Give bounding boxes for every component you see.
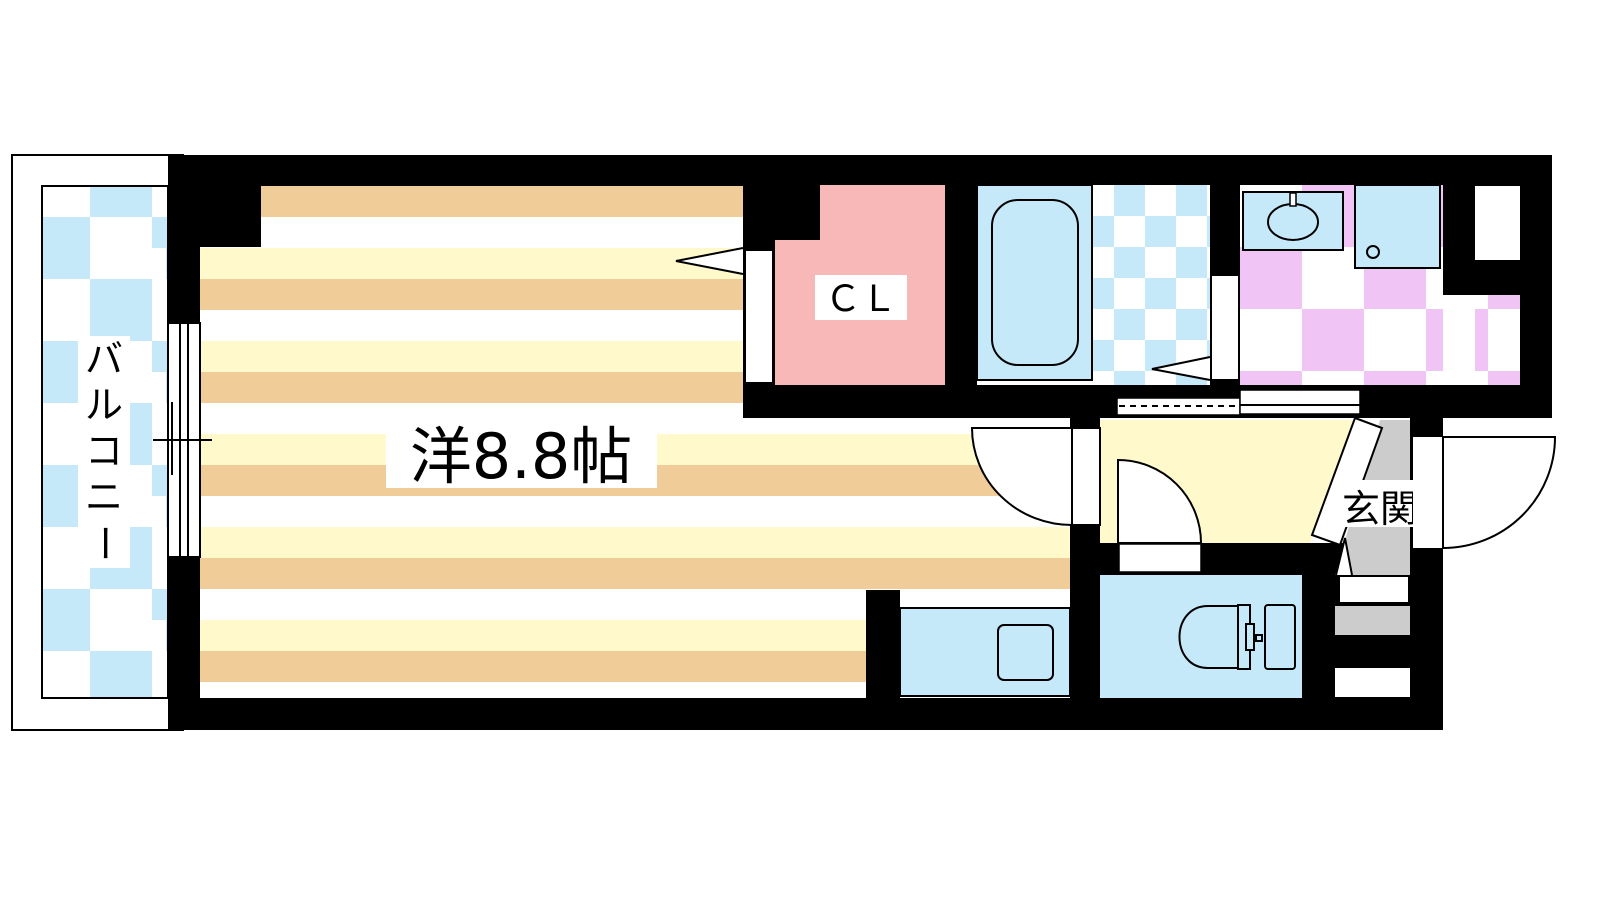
front-door[interactable]: [1413, 436, 1557, 550]
sink-icon: [1242, 191, 1344, 251]
toilet-room: [1100, 575, 1302, 698]
stove-icon: [997, 624, 1054, 681]
washing-machine-icon: [1354, 184, 1441, 269]
closet: ＣＬ: [775, 185, 945, 385]
bathroom: [976, 184, 1210, 385]
closet-label: ＣＬ: [825, 279, 897, 320]
balcony-label-char: ニ: [85, 475, 123, 519]
entrance-label: 玄関: [1342, 487, 1418, 531]
washroom-sliding-door[interactable]: [1116, 389, 1361, 416]
balcony-label-char: コ: [85, 429, 123, 473]
balcony-window[interactable]: [153, 322, 212, 558]
walls: [168, 155, 1552, 730]
western-room-label: 洋8.8帖: [410, 420, 633, 493]
balcony-label-char: ー: [82, 524, 126, 562]
toilet-door[interactable]: [1117, 458, 1203, 573]
shoe-storage: [1335, 577, 1410, 697]
balcony-label-char: ル: [85, 383, 123, 427]
kitchen: [899, 607, 1071, 697]
balcony-label-char: バ: [85, 337, 123, 381]
balcony: [11, 154, 184, 731]
room-door[interactable]: [970, 427, 1101, 527]
washroom: [1240, 184, 1520, 385]
closet-door[interactable]: [675, 247, 774, 384]
western-room-label-box: 洋8.8帖: [386, 413, 657, 493]
balcony-label: バ ル コ ニ ー: [82, 337, 126, 562]
genkan: 玄関: [1310, 416, 1423, 576]
toilet-icon: [1178, 604, 1296, 670]
bathtub-icon: [991, 199, 1079, 366]
bathroom-door[interactable]: [1151, 274, 1240, 381]
